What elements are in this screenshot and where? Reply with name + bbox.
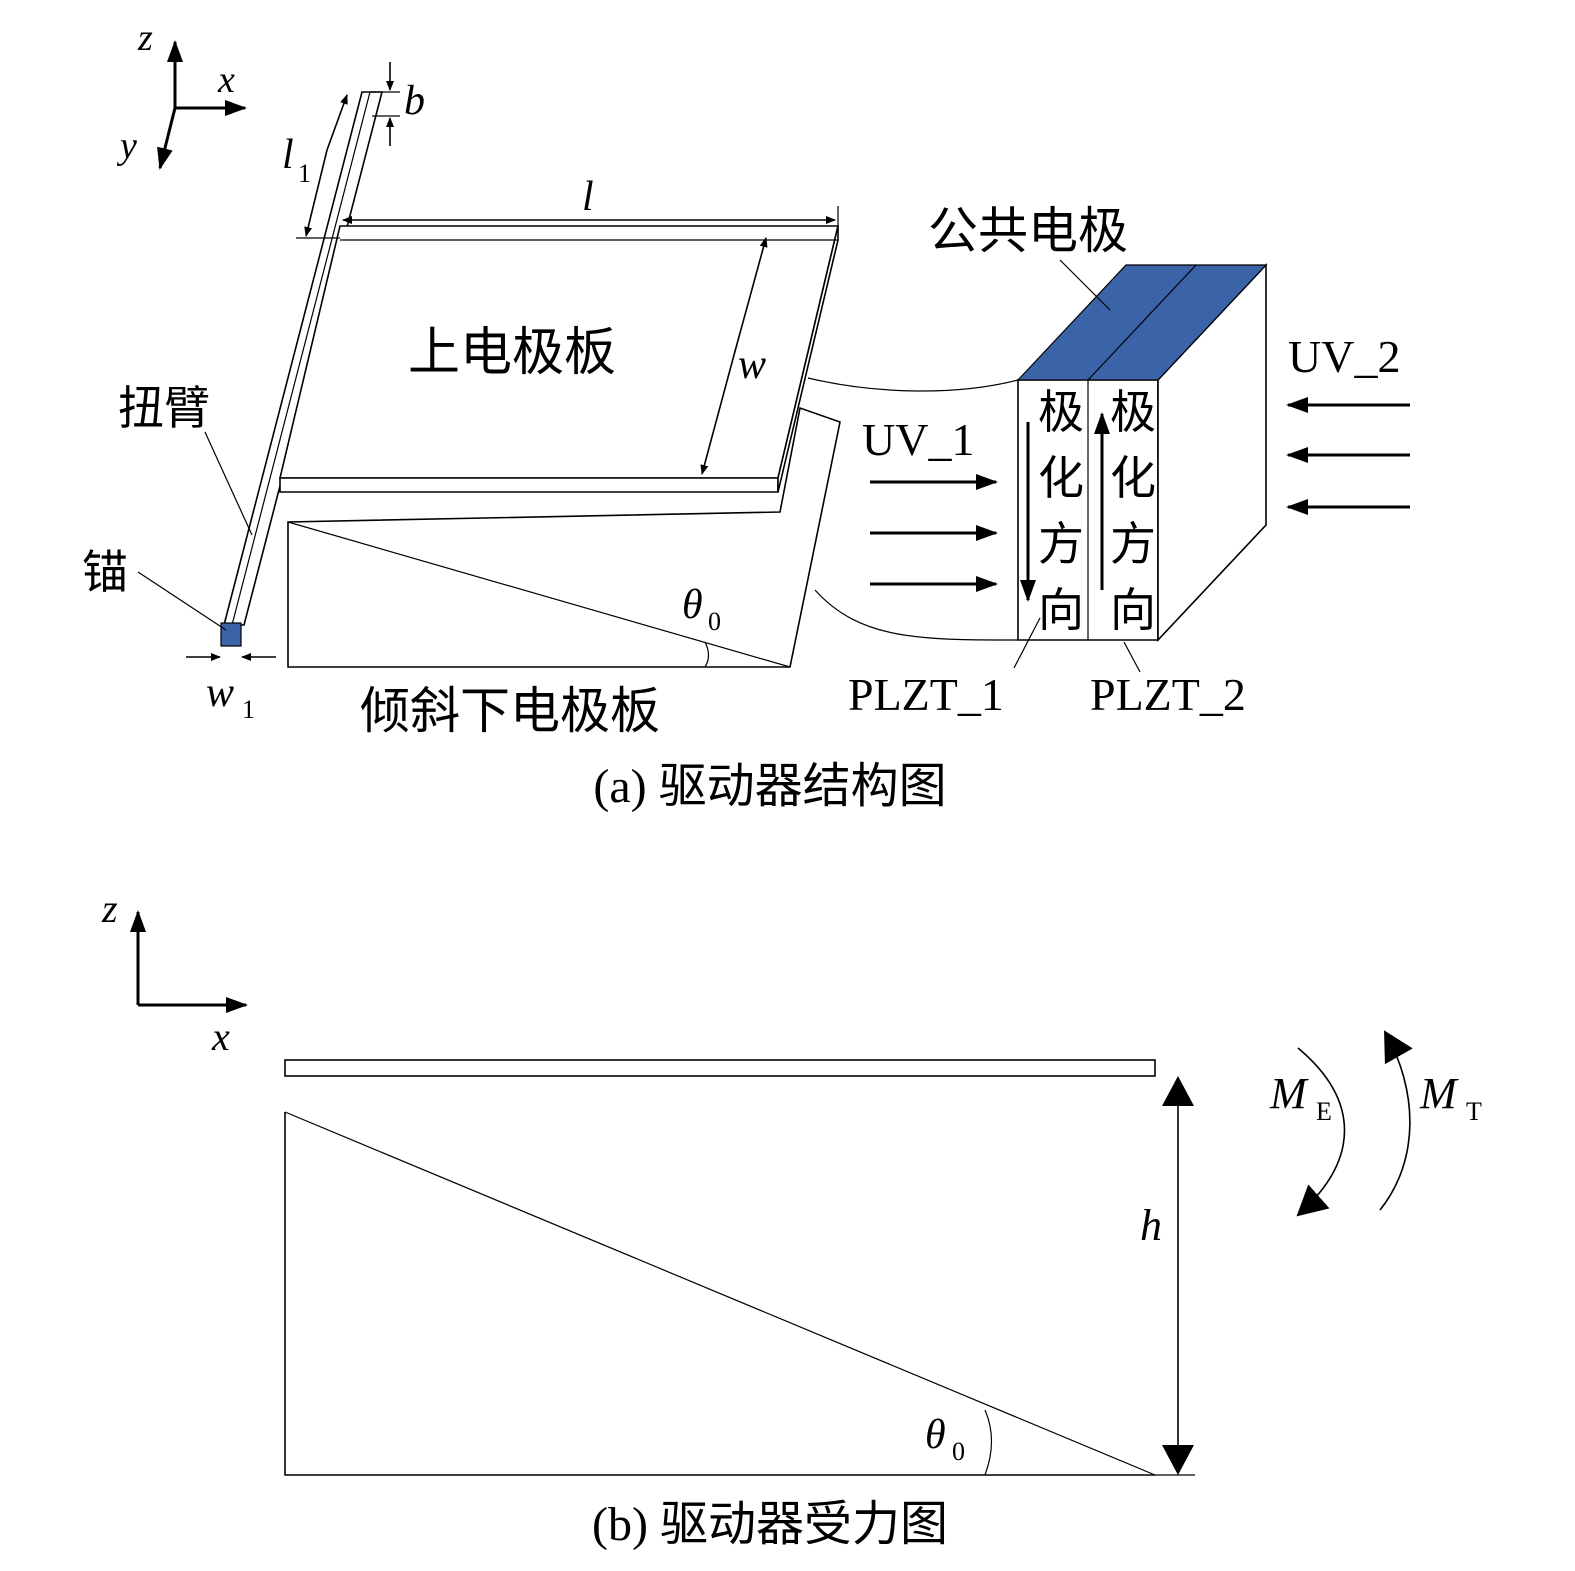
dim-w: w [700, 237, 768, 475]
l-label: l [582, 174, 594, 220]
w1-subscript: 1 [242, 695, 255, 724]
upper-plate-side [777, 225, 839, 493]
dim-h: h [1140, 1076, 1194, 1475]
lower-plate-outline [287, 406, 841, 668]
wire-lower [814, 589, 1019, 641]
leader-plzt1 [1013, 617, 1041, 669]
dim-l1: l 1 [282, 94, 348, 239]
me-subscript: E [1316, 1097, 1332, 1126]
z-label-a: z [137, 17, 153, 59]
plzt2-label: PLZT_2 [1090, 669, 1246, 720]
x-label-a: x [217, 59, 235, 101]
common-electrode-divider [1087, 264, 1197, 381]
torsion-arm-edge [231, 91, 371, 626]
leader-plzt2 [1123, 641, 1141, 673]
axes-a: z x y [116, 17, 247, 170]
plzt1-label: PLZT_1 [848, 669, 1004, 720]
axes-b: z x [101, 886, 248, 1059]
anchor-block [220, 622, 242, 647]
polar-char-2a: 化 [1038, 453, 1084, 504]
plzt-block: 极 化 方 向 极 化 方 向 [1016, 262, 1268, 643]
lower-plate-slope [287, 521, 791, 668]
upper-plate-b [284, 1059, 1156, 1077]
moment-me-arrow [1296, 1047, 1346, 1217]
dim-l: l [342, 174, 839, 226]
theta-label-a: θ [682, 582, 703, 628]
y-axis-a [157, 107, 177, 170]
polar-char-3b: 方 [1110, 519, 1156, 570]
wire-upper [807, 377, 1019, 392]
theta-subscript-a: 0 [708, 607, 721, 636]
dim-b: b [370, 62, 425, 146]
uv1-arrows [870, 474, 998, 592]
dim-w1: w 1 [186, 653, 276, 724]
uv2-arrows [1286, 397, 1410, 515]
lower-plate-label: 倾斜下电极板 [360, 683, 660, 739]
w1-label: w [206, 670, 234, 716]
uv2-label: UV_2 [1288, 331, 1400, 382]
polar-char-1b: 极 [1110, 387, 1156, 438]
mt-subscript: T [1466, 1097, 1482, 1126]
leader-common-electrode [1059, 259, 1111, 311]
theta-label-b: θ [925, 1412, 946, 1458]
polar-char-4b: 向 [1110, 585, 1156, 636]
leader-anchor [137, 571, 227, 631]
z-label-b: z [101, 886, 118, 931]
torsion-arm-label: 扭臂 [118, 383, 210, 434]
upper-plate-label: 上电极板 [408, 325, 616, 382]
l1-label: l [282, 132, 294, 178]
lower-electrode-plate [287, 406, 841, 668]
b-label: b [404, 78, 425, 124]
mt-label: M [1419, 1069, 1459, 1118]
polar-char-3a: 方 [1038, 519, 1084, 570]
x-label-b: x [211, 1014, 230, 1059]
figure-b: z x h θ 0 M E M T (b) 驱动器受力图 [101, 886, 1482, 1551]
uv1-label: UV_1 [862, 414, 974, 465]
polar-char-1a: 极 [1038, 387, 1084, 438]
me-label: M [1269, 1069, 1309, 1118]
y-label-a: y [116, 125, 137, 167]
h-label: h [1140, 1201, 1162, 1250]
theta-arc-a [704, 641, 710, 668]
upper-electrode-plate [278, 225, 840, 493]
polar-char-4a: 向 [1038, 585, 1084, 636]
common-electrode-label: 公共电极 [928, 203, 1128, 259]
caption-a: (a) 驱动器结构图 [593, 760, 946, 813]
caption-b: (b) 驱动器受力图 [592, 1498, 948, 1551]
w-label: w [738, 342, 766, 388]
l1-subscript: 1 [298, 159, 311, 188]
theta-arc-b [984, 1409, 993, 1476]
anchor-label: 锚 [82, 547, 128, 598]
upper-plate-front [279, 477, 779, 493]
lower-wedge-slope-b [284, 1111, 1156, 1476]
polar-char-2b: 化 [1110, 453, 1156, 504]
theta-subscript-b: 0 [952, 1437, 965, 1466]
figure-a: z x y b [82, 17, 1410, 813]
leader-torsion-arm [204, 431, 253, 536]
moment-mt-arrow [1379, 1030, 1413, 1211]
